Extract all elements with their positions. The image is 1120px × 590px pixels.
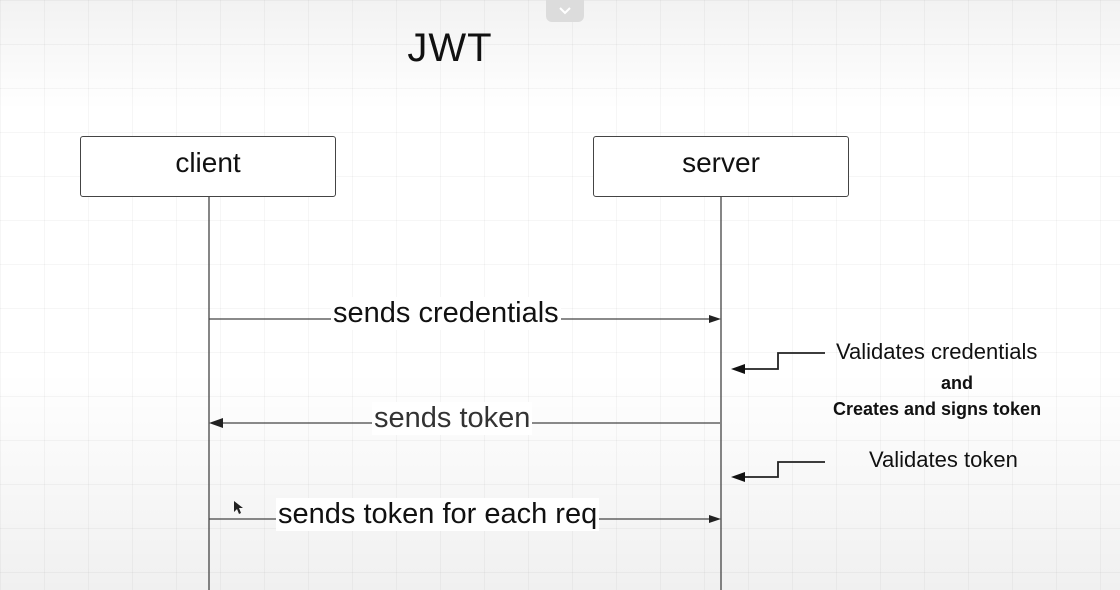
validates-token-arrowhead xyxy=(731,472,745,482)
sends-credentials-arrowhead xyxy=(709,315,721,323)
sends-token-each-req-label: sends token for each req xyxy=(276,498,600,531)
sends-credentials-label: sends credentials xyxy=(331,297,561,330)
sends-token-arrowhead xyxy=(209,418,223,428)
collapse-toggle[interactable] xyxy=(546,0,584,22)
sends-token-label: sends token xyxy=(372,402,533,435)
sends-token-each-req-arrowhead xyxy=(709,515,721,523)
and-note: and xyxy=(941,373,974,393)
creates-signs-token-note: Creates and signs token xyxy=(833,399,1042,419)
validates-token-note: Validates token xyxy=(869,447,1018,472)
mouse-cursor-icon xyxy=(234,501,243,514)
chevron-down-icon xyxy=(559,7,571,15)
client-box[interactable]: client xyxy=(80,136,336,197)
diagram-title: JWT xyxy=(407,26,493,70)
client-label: client xyxy=(175,146,241,178)
server-label: server xyxy=(682,146,760,178)
validates-credentials-connector xyxy=(742,352,825,370)
server-box[interactable]: server xyxy=(593,136,849,197)
validates-token-connector xyxy=(742,461,825,478)
validates-credentials-arrowhead xyxy=(731,364,745,374)
validates-credentials-note: Validates credentials xyxy=(836,339,1038,364)
